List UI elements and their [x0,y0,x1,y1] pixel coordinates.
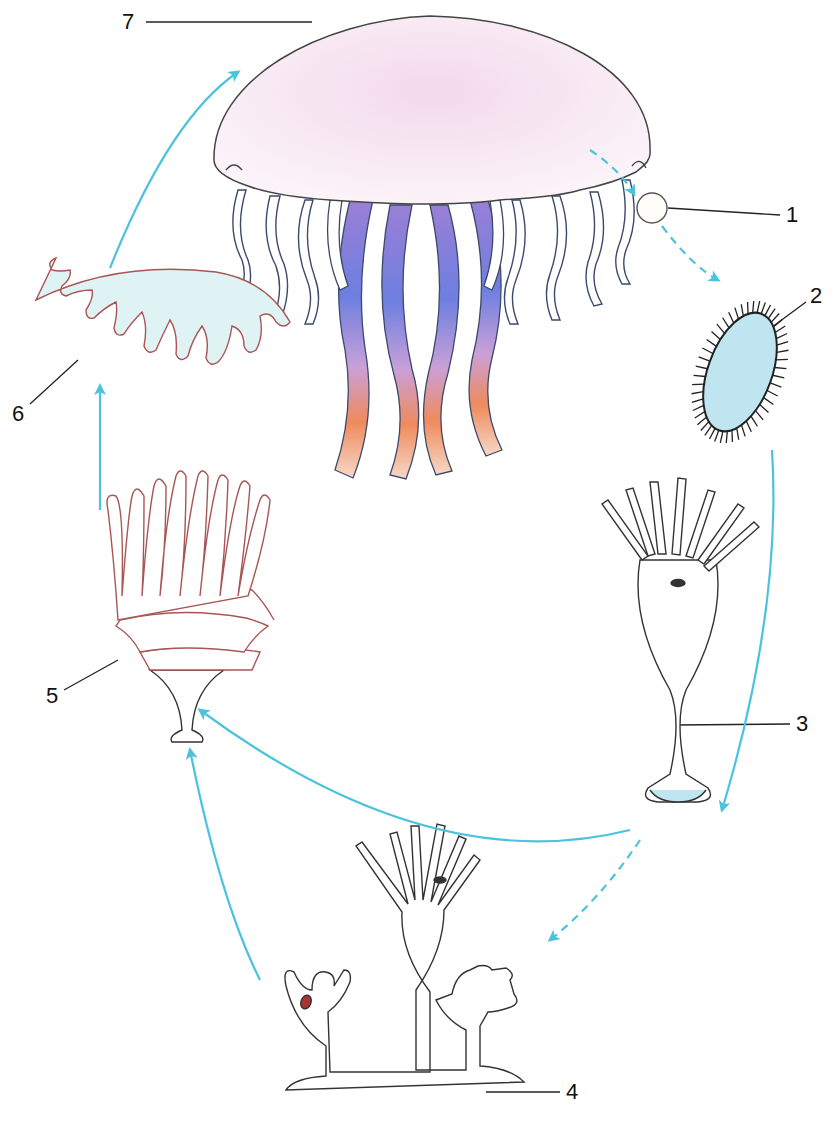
cilium [726,312,737,323]
cilium [738,425,748,436]
callout-number: 6 [10,402,26,426]
cilium [767,390,779,396]
callout-number: 5 [44,684,60,708]
cilium [776,331,787,342]
cilium [773,317,782,329]
cilium [693,403,704,414]
cilium [715,324,727,333]
cilium [765,304,771,316]
cilium [777,347,789,356]
callout-number: 7 [120,10,136,34]
cilium [773,374,785,380]
cilium [728,430,736,442]
cilium [732,308,742,319]
cilium [738,304,747,316]
cilium [775,365,787,372]
planula [673,287,806,456]
cilium [692,380,704,388]
egg [637,193,667,223]
cilium [753,411,765,420]
cilium [692,396,703,406]
cilium [710,428,716,440]
ephyra [36,258,290,364]
cilium [756,301,762,313]
cilium [701,420,709,432]
cilium [776,356,788,364]
callout-number: 2 [808,284,824,308]
cilium [706,339,718,346]
cilium [744,302,752,314]
cilium [758,404,770,412]
polyp-colony [285,824,524,1090]
cilium [699,357,710,361]
cilium [775,323,785,334]
cilium [702,348,714,354]
cilium [771,312,779,324]
cilium [748,416,759,426]
cilium [770,383,781,387]
cilium [777,338,788,348]
cycle-arrows [100,72,773,980]
cilium [694,373,706,380]
medusa-bell [214,16,650,204]
cilium [768,308,775,320]
cilium [719,431,725,443]
callout-number: 1 [784,203,800,227]
cilium [733,428,742,440]
callout-number: 3 [794,712,810,736]
cilium [695,409,705,420]
cilium [720,318,731,328]
scyphistoma [602,478,759,802]
cilium [750,301,757,313]
medusa-oral-arms [328,200,504,479]
strobila [107,471,274,742]
cilium [761,302,765,313]
cilium [743,421,754,432]
cilium [715,430,719,441]
cilium [697,415,706,427]
callout-number: 4 [564,1080,580,1104]
cilium [692,388,704,397]
cilium [723,431,730,443]
cilium [705,424,712,436]
cilium [762,398,774,405]
cilium [696,365,708,371]
cilium [710,331,722,339]
